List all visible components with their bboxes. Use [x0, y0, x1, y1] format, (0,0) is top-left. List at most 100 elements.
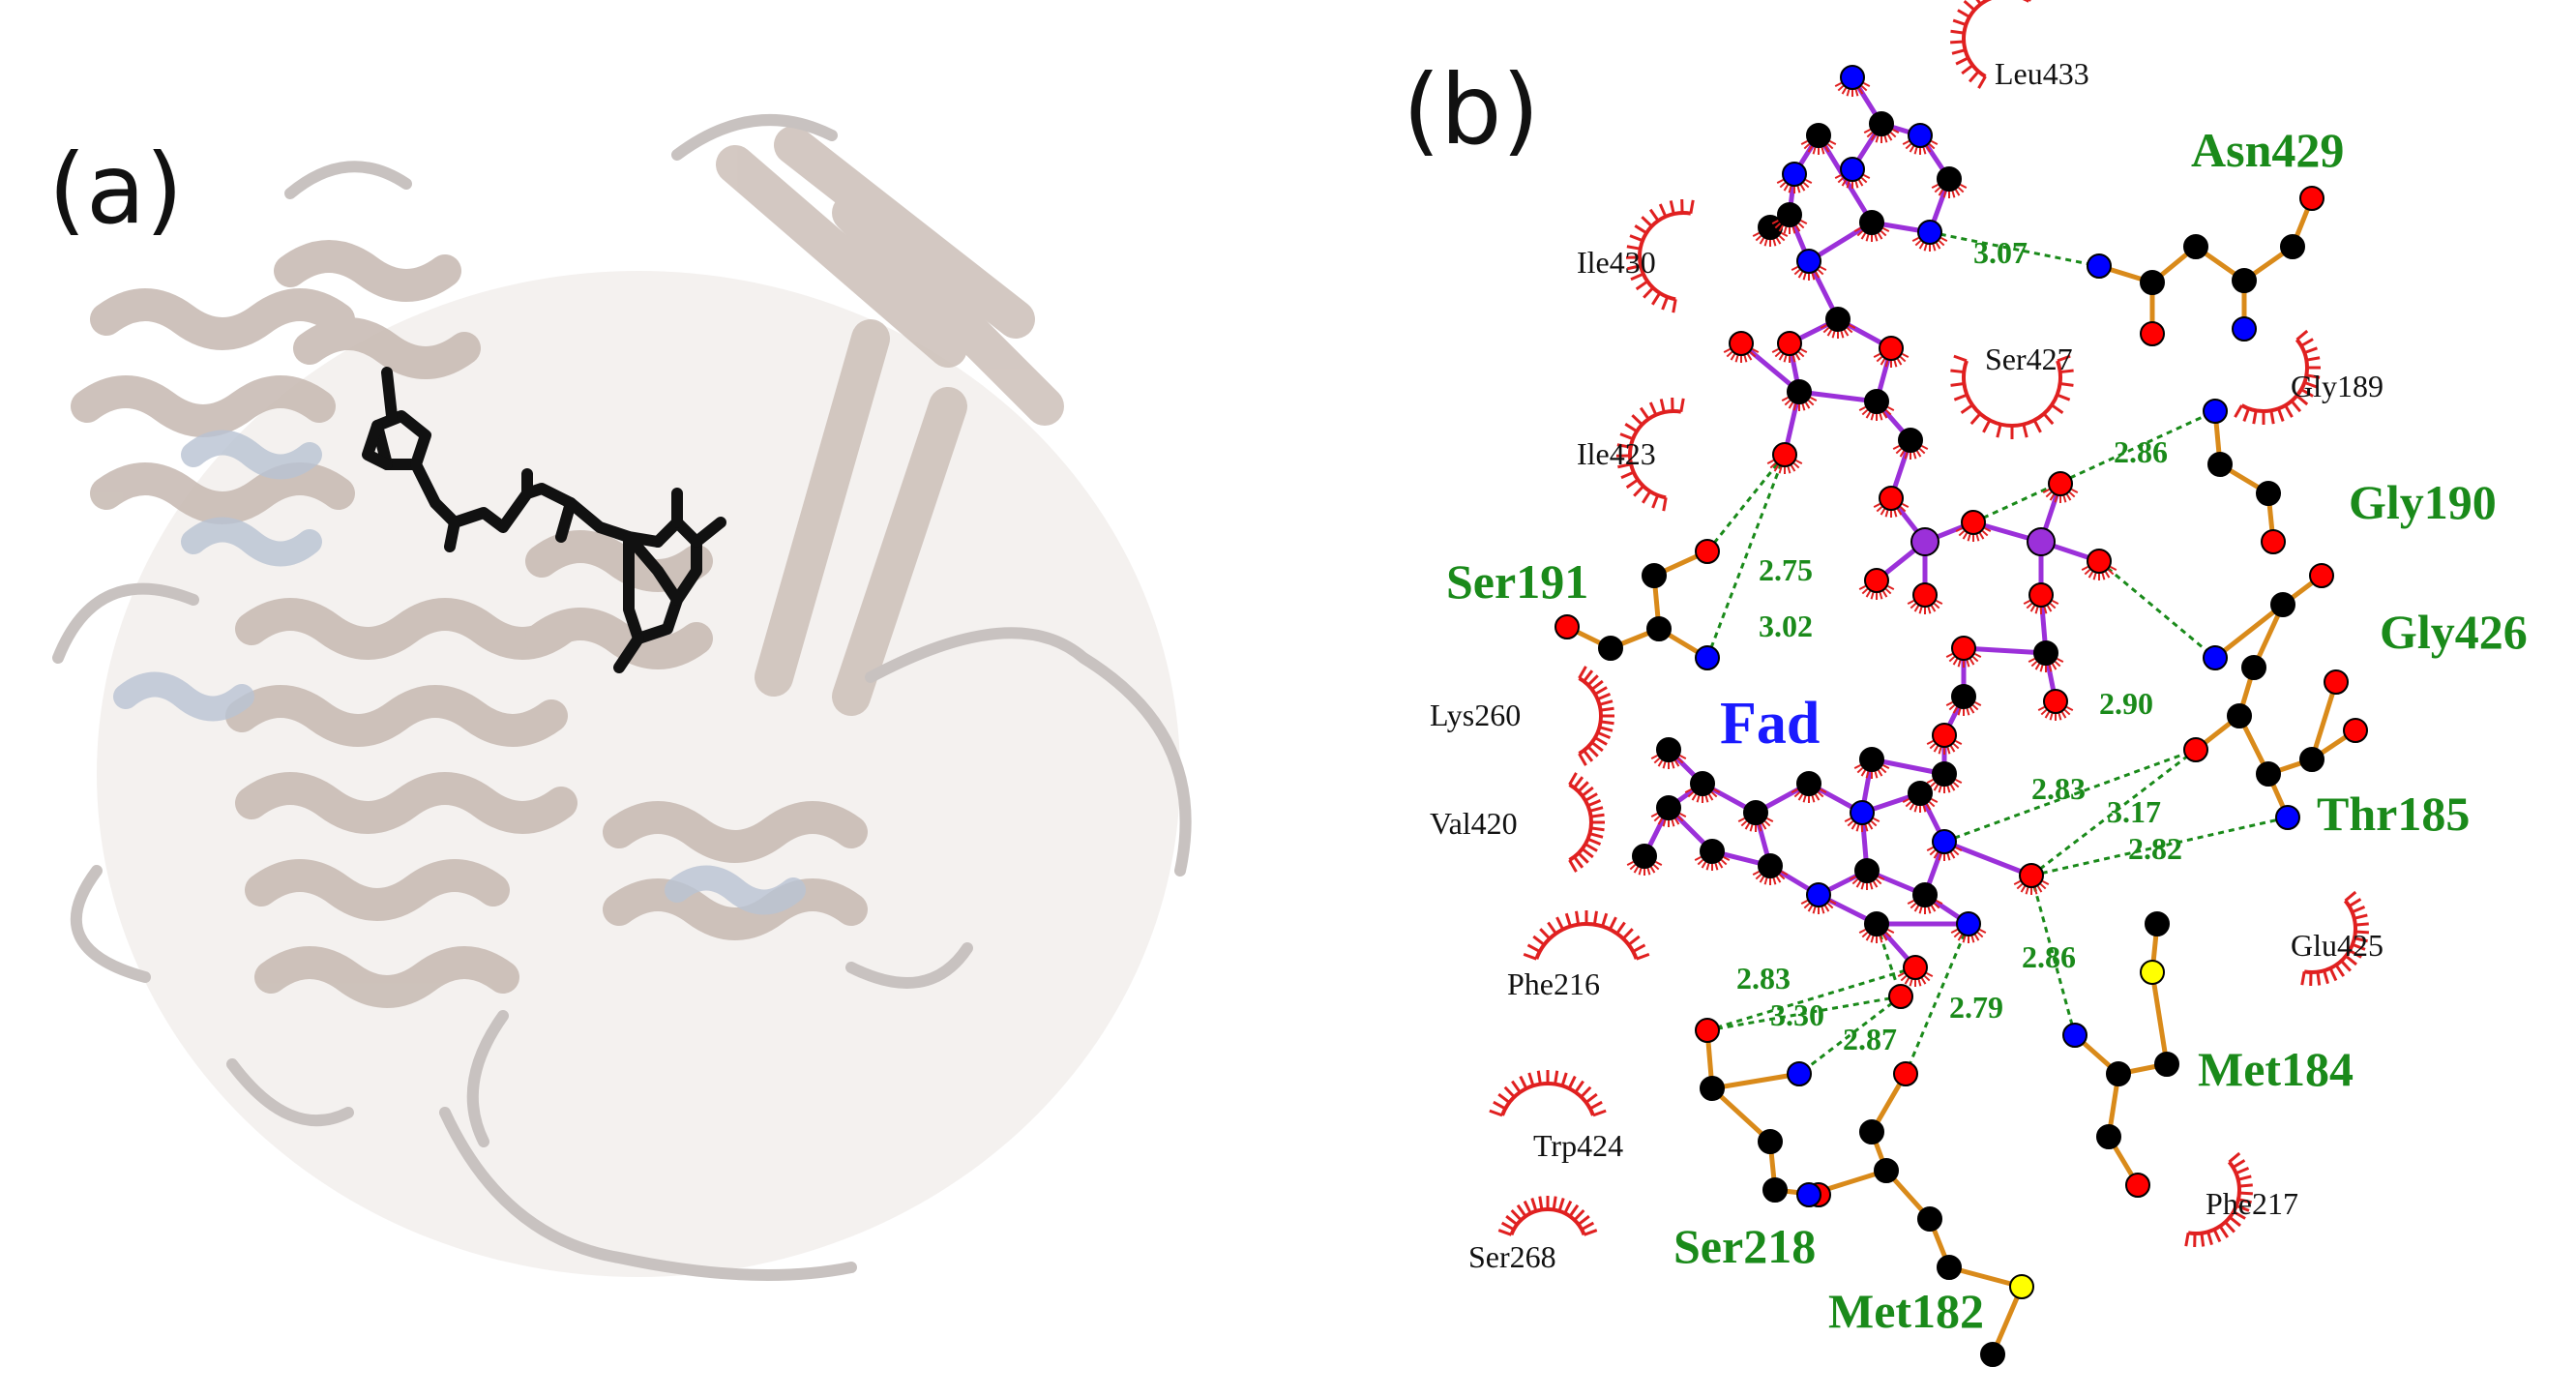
hydrogen-bond	[1943, 748, 2197, 844]
atom-carbon	[1825, 307, 1851, 332]
contact-tick	[1880, 508, 1886, 516]
atom-nitrogen	[2275, 805, 2300, 830]
atom-nitrogen	[1806, 882, 1831, 907]
contact-tick	[1872, 880, 1879, 888]
contact-tick	[1942, 191, 1947, 198]
contact-tick	[1826, 143, 1834, 150]
contact-tick	[1802, 273, 1807, 281]
contact-tick	[1969, 706, 1975, 714]
contact-tick	[1904, 977, 1910, 985]
contact-tick	[1934, 187, 1941, 193]
atom-carbon	[1646, 616, 1672, 641]
contact-tick	[1772, 877, 1777, 885]
contact-tick	[1927, 607, 1932, 614]
contact-tick	[1679, 755, 1687, 759]
contact-tick	[1952, 706, 1959, 714]
hydrophobic-arc-tick	[1624, 423, 1638, 433]
contact-tick	[1783, 184, 1790, 192]
atom-carbon	[1980, 1342, 2005, 1367]
contact-tick	[1899, 356, 1907, 363]
atom-phosphorus	[2027, 527, 2056, 556]
contact-tick	[1841, 87, 1848, 95]
contact-tick	[1820, 324, 1827, 329]
hydrophobic-arc-tick	[2224, 1221, 2235, 1234]
contact-tick	[1737, 817, 1745, 822]
contact-tick	[1752, 348, 1760, 353]
contact-tick	[1879, 936, 1883, 943]
contact-tick	[1881, 590, 1888, 598]
contact-tick	[1923, 244, 1928, 252]
atom-nitrogen	[1796, 249, 1821, 274]
contact-tick	[1755, 235, 1762, 242]
atom-oxygen	[2261, 529, 2286, 554]
hydrophobic-arc-tick	[1577, 1214, 1590, 1226]
contact-tick	[1967, 534, 1971, 542]
contact-tick	[1979, 929, 1987, 934]
hydrophobic-arc	[1638, 211, 1692, 302]
contact-tick	[1821, 147, 1825, 155]
contact-tick	[1646, 868, 1651, 876]
contact-tick	[1918, 448, 1926, 455]
hydrophobic-arc-tick	[1505, 1214, 1519, 1226]
contact-tick	[1914, 240, 1922, 247]
hydrogen-bond	[1798, 995, 1902, 1076]
contact-tick	[1791, 226, 1796, 234]
hydrophobic-arc-tick	[1619, 432, 1634, 441]
contact-tick	[1874, 771, 1879, 779]
hydrophobic-arc-tick	[1679, 398, 1685, 412]
contact-tick	[1783, 355, 1788, 363]
contact-tick	[1752, 232, 1760, 237]
contact-tick	[1860, 232, 1867, 240]
hydrophobic-arc-tick	[2242, 407, 2251, 422]
hydrophobic-arc-tick	[2354, 913, 2368, 920]
atom-carbon	[1937, 166, 1962, 192]
contact-tick	[1881, 411, 1888, 419]
hydrophobic-arc-tick	[2340, 960, 2352, 972]
hydrophobic-arc-tick	[1963, 0, 1976, 12]
contact-tick	[2036, 885, 2043, 893]
contact-tick	[1851, 878, 1859, 885]
contact-tick	[1865, 590, 1872, 598]
contact-tick	[1863, 129, 1871, 134]
panel-a: (a)	[0, 77, 1287, 1397]
contact-tick	[1857, 179, 1864, 187]
contact-tick	[1752, 871, 1760, 876]
contact-tick	[1902, 353, 1910, 358]
hydrophobic-arc-tick	[1599, 726, 1614, 732]
contact-tick	[1863, 174, 1871, 179]
atom-carbon	[2270, 592, 2295, 617]
contact-tick	[1763, 877, 1768, 885]
contact-tick	[1858, 929, 1866, 934]
contact-tick	[1803, 143, 1811, 150]
atom-oxygen	[1695, 539, 1720, 564]
residue-label-asn429: Asn429	[2191, 123, 2344, 177]
contact-tick	[1875, 135, 1880, 143]
hydrophobic-arc-tick	[1554, 1070, 1559, 1085]
contact-tick	[1811, 273, 1816, 281]
contact-tick	[1791, 788, 1798, 793]
contact-tick	[1945, 653, 1953, 658]
contact-tick	[1854, 181, 1859, 189]
hydrophobic-arc-tick	[1589, 832, 1604, 839]
contact-tick	[1927, 907, 1932, 914]
contact-tick	[1759, 237, 1765, 245]
contact-tick	[1896, 358, 1903, 366]
contact-tick	[1933, 745, 1939, 753]
hydrophobic-arc	[2240, 338, 2309, 413]
hydrophobic-arc-tick	[1975, 0, 1982, 6]
residue-label-glu425: Glu425	[2291, 928, 2384, 963]
contact-tick	[1734, 355, 1739, 363]
contact-tick	[1817, 269, 1824, 276]
contact-tick	[2013, 880, 2021, 885]
contact-tick	[1773, 464, 1780, 472]
contact-tick	[1829, 140, 1837, 145]
residue-label-phe216: Phe216	[1507, 966, 1600, 1001]
contact-tick	[1860, 85, 1868, 92]
hydrophobic-arc-tick	[1627, 264, 1642, 271]
contact-tick	[1904, 452, 1909, 460]
hydrophobic-arc-tick	[2334, 964, 2346, 977]
hydrophobic-arc-tick	[1599, 699, 1614, 706]
contact-tick	[2107, 569, 2115, 576]
hydrophobic-arc-tick	[1581, 1221, 1595, 1232]
atom-carbon	[2232, 268, 2257, 293]
